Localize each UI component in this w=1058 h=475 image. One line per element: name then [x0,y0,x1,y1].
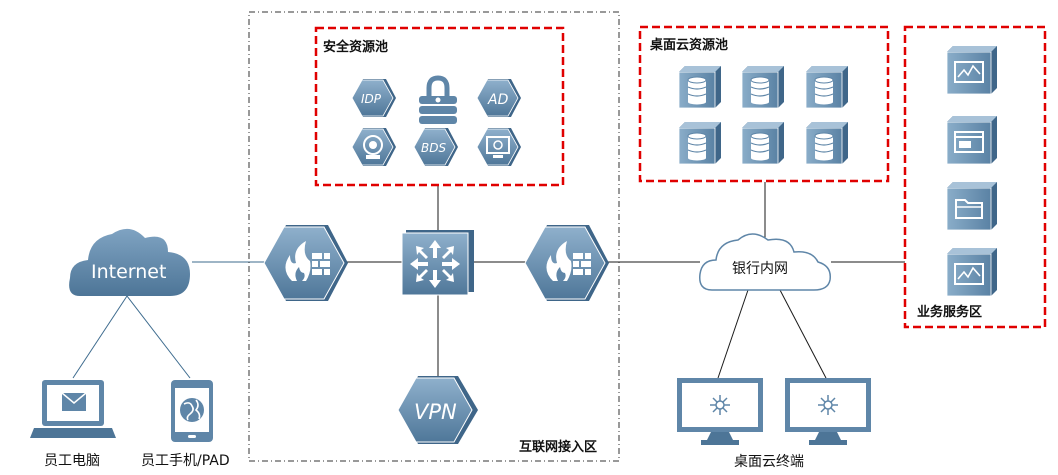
desktop-terminals-label: 桌面云终端 [734,454,804,470]
monitor-web-icon [476,128,521,166]
business-zone-label: 业务服务区 [917,304,982,320]
svg-text:AD: AD [487,92,509,108]
link-intranet-terminal2 [779,289,827,379]
svg-text:BDS: BDS [421,141,446,155]
storage-server-icon [741,122,784,165]
window-server-icon [946,116,997,165]
employee-pc-label: 员工电脑 [44,453,100,469]
storage-server-icon [678,66,721,109]
desktop-pool-servers [678,66,848,165]
internet-cloud-icon: Internet [69,228,190,296]
link-intranet-terminal1 [717,289,749,379]
svg-text:IDP: IDP [361,92,382,106]
employee-pc-icon [30,380,116,438]
bds-icon: BDS [413,128,458,166]
connection-lines [72,182,905,379]
desktop-pool-border [638,25,890,183]
chart-server-icon [946,46,997,95]
business-servers [946,46,997,297]
bank-intranet-cloud-icon: 银行内网 [699,233,831,291]
link-internet-mobile [126,295,191,379]
idp-icon: IDP [351,79,396,117]
desktop-pool-label: 桌面云资源池 [650,37,728,53]
business-zone-border [903,25,1047,329]
chart-server-icon [946,248,997,297]
security-pool-icons: IDP AD BDS [351,75,521,166]
core-switch-icon [401,230,474,296]
storage-server-icon [678,122,721,165]
storage-server-icon [805,66,848,109]
folder-server-icon [946,182,997,231]
lock-icon [419,75,457,124]
desktop-terminal-1 [677,378,763,445]
vpn-label: VPN [414,400,457,424]
internet-label: Internet [91,261,166,283]
bank-intranet-label: 银行内网 [732,261,788,277]
storage-server-icon [805,122,848,165]
firewall-right-icon [524,225,609,301]
desktop-terminal-2 [785,378,871,445]
internet-access-zone-border [248,11,620,462]
storage-server-icon [741,66,784,109]
link-internet-pc [72,295,128,379]
employee-mobile-icon [171,380,213,442]
audit-icon [351,128,396,166]
ad-icon: AD [476,79,521,117]
security-pool-label: 安全资源池 [323,39,388,55]
employee-mobile-label: 员工手机/PAD [141,453,230,469]
security-pool-border [314,26,565,187]
firewall-left-icon [263,225,348,301]
vpn-icon: VPN [397,376,478,444]
internet-access-zone-label: 互联网接入区 [519,439,597,455]
